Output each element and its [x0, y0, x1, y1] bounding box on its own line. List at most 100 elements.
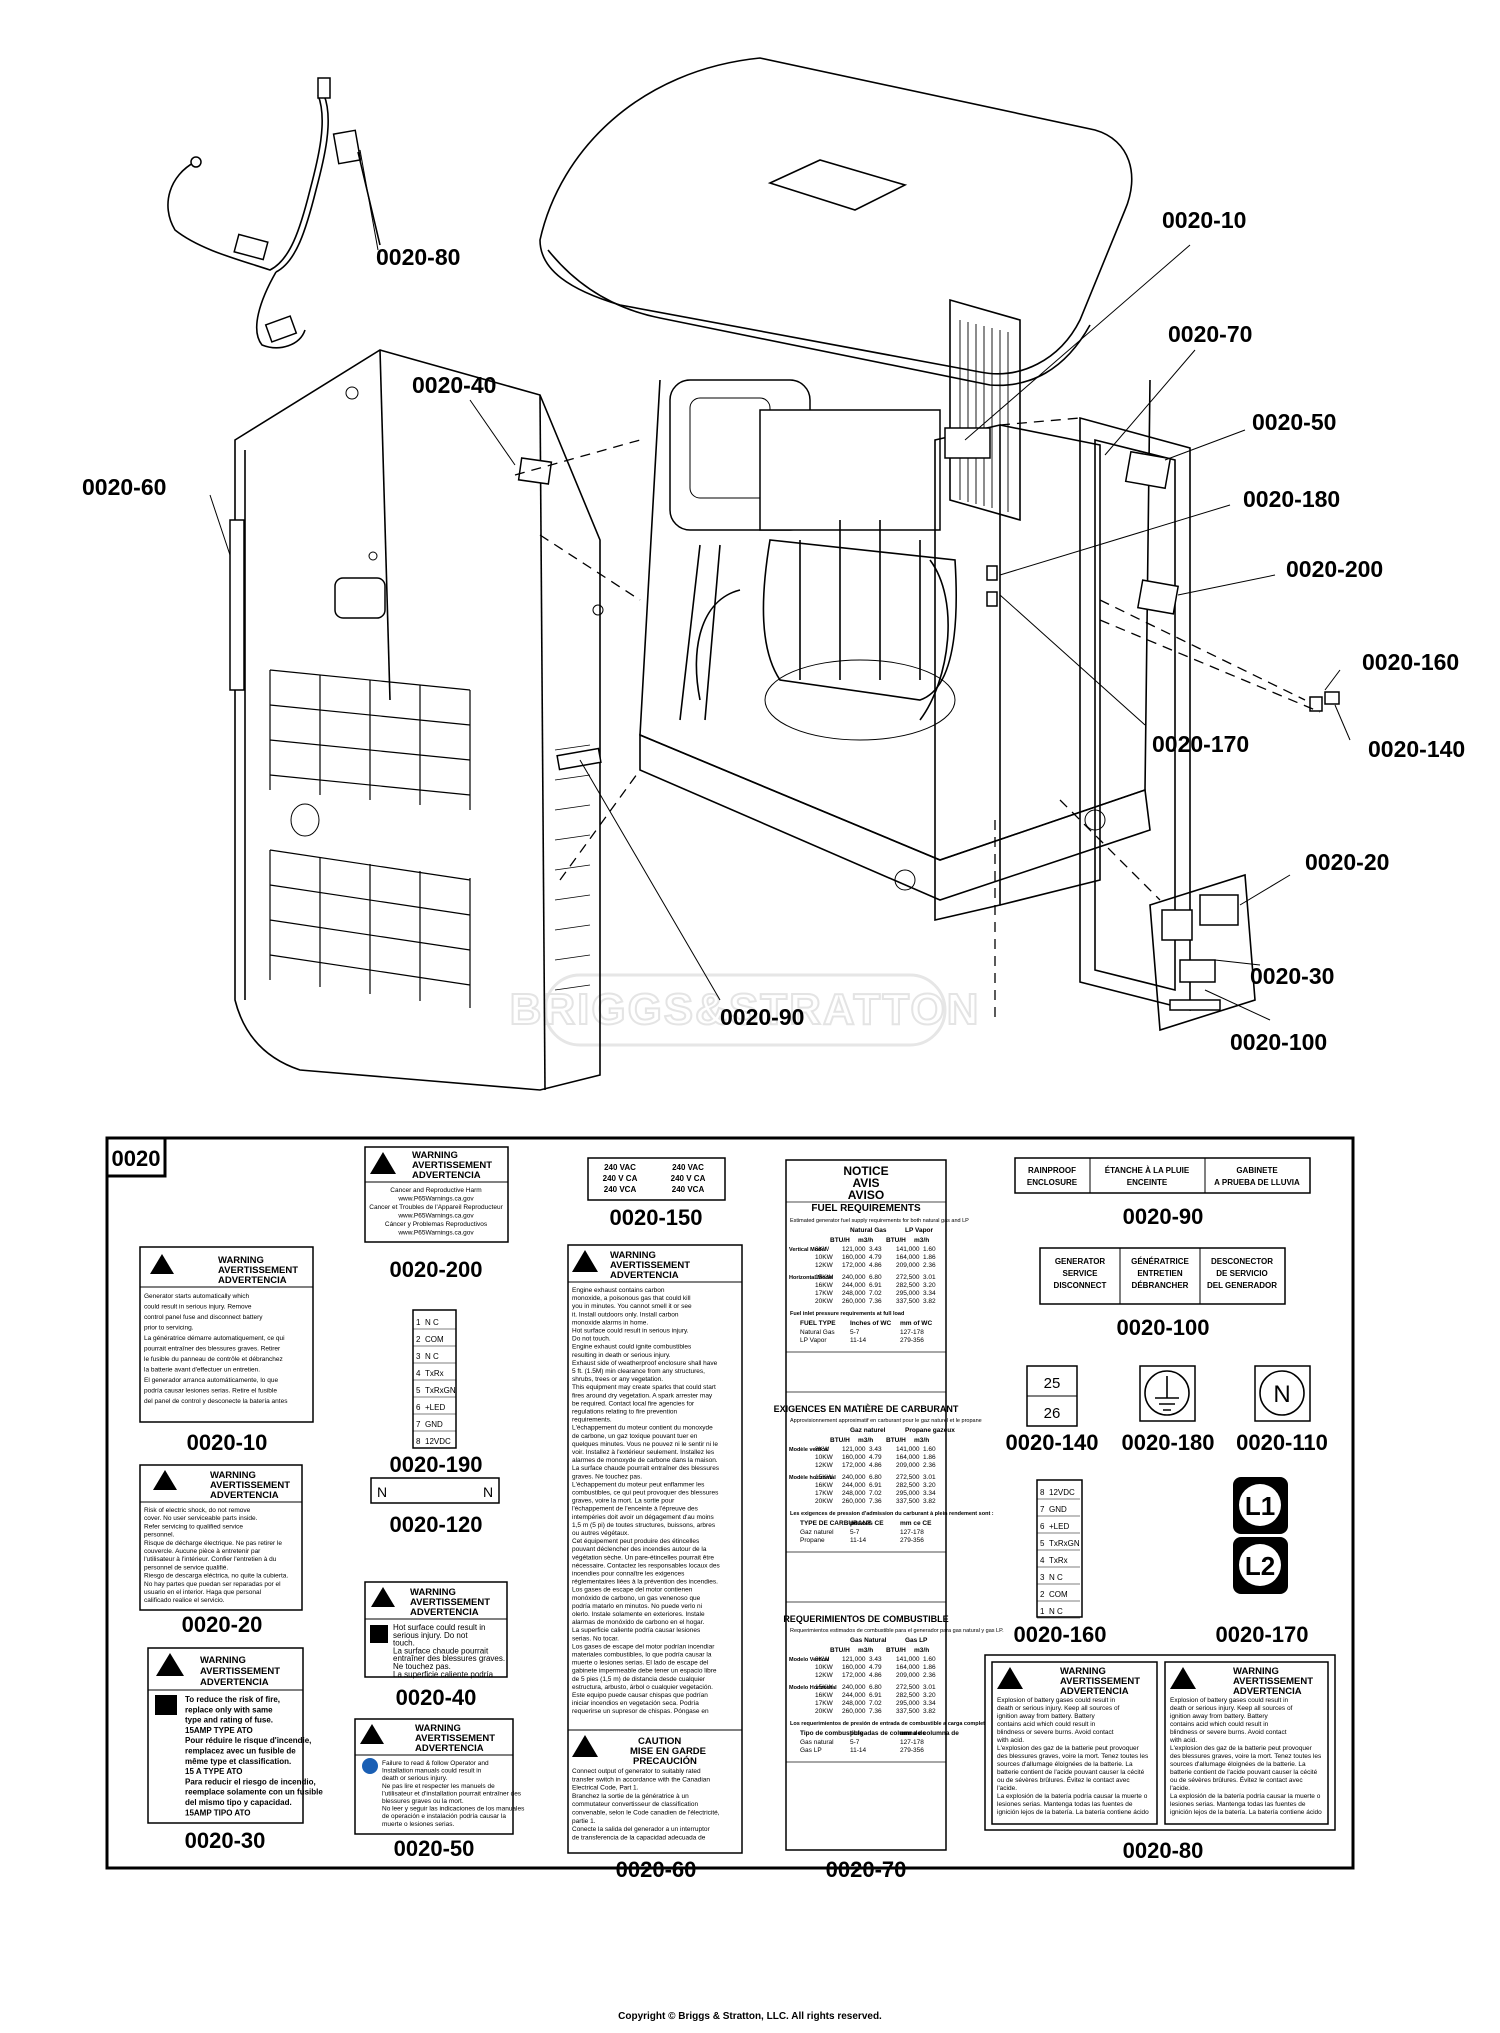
decal-text: FUEL TYPE: [800, 1320, 836, 1327]
decal-text: 10KW: [815, 1664, 834, 1671]
decal-text: 6.80: [869, 1684, 882, 1691]
decal-text: To reduce the risk of fire,: [185, 1695, 280, 1704]
decal-text: podría causar lesiones serias. Retire el…: [144, 1388, 277, 1395]
terminal-label: TxRx: [1049, 1556, 1068, 1565]
decal-text: 7.02: [869, 1490, 882, 1497]
decal-text: Los gases de escape del motor contienen: [572, 1587, 693, 1594]
decal-text: Fuel inlet pressure requirements at full…: [790, 1311, 904, 1317]
decal-text: Cáncer y Problemas Reproductivos: [385, 1221, 488, 1228]
decal-text: Exhaust side of weatherproof enclosure s…: [572, 1360, 718, 1367]
decal-text: Gaz naturel: [850, 1427, 886, 1434]
decal-0020-200: WARNING AVERTISSEMENT ADVERTENCIA Cancer…: [364, 1146, 509, 1243]
terminal-number: 7: [416, 1420, 421, 1429]
decal-text: REQUERIMIENTOS DE COMBUSTIBLE: [783, 1614, 948, 1624]
svg-text:AVERTISSEMENT: AVERTISSEMENT: [218, 1265, 298, 1276]
decal-text: 11-14: [850, 1537, 867, 1544]
decal-text: 3.43: [869, 1446, 882, 1453]
decal-text: 5-7: [850, 1529, 860, 1536]
decal-text: 6.91: [869, 1692, 882, 1699]
decal-text: remplacez avec un fusible de: [185, 1747, 296, 1756]
decal-text: materiales combustibles, lo que podría c…: [572, 1652, 712, 1659]
decal-0020-120: N N: [370, 1477, 500, 1504]
svg-text:WARNING: WARNING: [610, 1250, 656, 1261]
decal-text: 3.20: [923, 1692, 936, 1699]
svg-text:MISE EN GARDE: MISE EN GARDE: [630, 1746, 706, 1757]
callout-0020-100: 0020-100: [1230, 1029, 1327, 1055]
decal-text: Refer servicing to qualified service: [144, 1523, 243, 1530]
decal-text: même type et classification.: [185, 1757, 291, 1766]
decal-text: 240 VCA: [672, 1185, 705, 1194]
decal-text: iniciar incendios en vegetación seca. Po…: [572, 1700, 699, 1707]
decal-0020-60: WARNING AVERTISSEMENT ADVERTENCIA Engine…: [567, 1244, 743, 1854]
decal-text: 16KW: [815, 1692, 834, 1699]
callout-0020-40: 0020-40: [412, 372, 496, 398]
decal-text: death or serious injury. Keep all source…: [1170, 1705, 1293, 1712]
decal-text: 3.20: [923, 1282, 936, 1289]
callout-0020-90: 0020-90: [720, 1004, 804, 1030]
decal-text: 244,000: [842, 1482, 866, 1489]
svg-text:WARNING: WARNING: [415, 1723, 461, 1734]
decal-text: 160,000: [842, 1664, 866, 1671]
top-cover: [539, 57, 1133, 387]
decal-text: Este equipo puede causar chispas que pod…: [572, 1692, 708, 1699]
decal-text: 12KW: [815, 1462, 834, 1469]
decal-text: 3.82: [923, 1708, 936, 1715]
decal-text: L'échappement du moteur contient du mono…: [572, 1425, 713, 1432]
decal-text: 3.01: [923, 1684, 936, 1691]
decal-text: partie 1.: [572, 1818, 596, 1825]
decal-text: This equipment may create sparks that co…: [572, 1384, 716, 1391]
decal-text: Ne pas lire et respecter les manuels de: [382, 1783, 495, 1790]
decal-text: m3/h: [914, 1437, 929, 1444]
decal-text: incendies pour connaître les exigences: [572, 1571, 685, 1578]
decal-text: Risque de décharge électrique. Ne pas re…: [144, 1540, 282, 1547]
decal-text: 240 VAC: [604, 1163, 636, 1172]
decal-text: Gaz naturel: [800, 1529, 834, 1536]
terminal-label: COM: [425, 1335, 444, 1344]
decal-text: 8KW: [815, 1656, 830, 1663]
svg-text:ADVERTENCIA: ADVERTENCIA: [610, 1270, 679, 1281]
svg-text:ADVERTENCIA: ADVERTENCIA: [1060, 1686, 1129, 1697]
decal-text: 3.82: [923, 1298, 936, 1305]
decal-text: 121,000: [842, 1446, 866, 1453]
decal-text: Modèle vertical: [789, 1447, 829, 1453]
decal-text: cover. No user serviceable parts inside.: [144, 1515, 258, 1522]
decal-text: Engine exhaust could ignite combustibles: [572, 1344, 692, 1351]
decal-text: 15AMP TIPO ATO: [185, 1808, 251, 1817]
terminal-number: 5: [1040, 1539, 1045, 1548]
decal-0020-50: WARNING AVERTISSEMENT ADVERTENCIA Failur…: [354, 1718, 525, 1835]
svg-text:ADVERTENCIA: ADVERTENCIA: [410, 1607, 479, 1618]
terminal-number: 1: [416, 1318, 421, 1327]
decal-text: 127-178: [900, 1739, 924, 1746]
decal-text: 10KW: [815, 1454, 834, 1461]
decal-text: l'utilisateur à l'intérieur. Confier l'e…: [144, 1556, 277, 1563]
decal-text: graves. Ne touchez pas.: [572, 1473, 642, 1480]
callout-0020-80: 0020-80: [376, 244, 460, 270]
decal-text: l'utilisateur et d'installation pourrait…: [382, 1790, 522, 1797]
fuel-table-frame: [785, 1601, 947, 1763]
decal-text: alarmas de monóxido de carbono en el hog…: [572, 1619, 704, 1626]
decal-text: Hot surface could result in serious inju…: [572, 1328, 689, 1335]
decal-text: batterie contient de l'acide pouvant cau…: [1170, 1769, 1318, 1776]
svg-text:0020-60: 0020-60: [616, 1857, 697, 1882]
decal-text: lesiones serias. Mantenga todas las fuen…: [1170, 1801, 1306, 1808]
decal-text: m3/h: [858, 1437, 873, 1444]
decal-text: replace only with same: [185, 1705, 273, 1714]
decal-text: L'explosion des gaz de la batterie peut …: [1170, 1745, 1313, 1752]
decal-text: monoxide, a poisonous gas that could kil…: [572, 1295, 691, 1302]
decal-text: 6.80: [869, 1274, 882, 1281]
fuel-table-frame: [785, 1201, 947, 1353]
decal-text: réglementaires liées à la prévention des…: [572, 1579, 718, 1586]
callout-leaders: [209, 149, 1351, 1021]
decal-text: l'acide.: [1170, 1785, 1190, 1792]
decal-text: Hot surface could result in: [393, 1623, 486, 1632]
decal-text: DEL GENERADOR: [1207, 1281, 1277, 1290]
decal-text: La explosión de la batería podría causar…: [1170, 1793, 1321, 1800]
decal-text: 15KW: [815, 1684, 834, 1691]
decal-text: personnel.: [144, 1532, 175, 1539]
terminal-label: TxRxGN: [1049, 1539, 1080, 1548]
decal-text: 4.86: [869, 1262, 882, 1269]
decal-text: 141,000: [896, 1246, 920, 1253]
explode-lines: [514, 417, 1081, 881]
svg-text:0020-30: 0020-30: [185, 1828, 266, 1853]
decal-text: monoxide alarms in home.: [572, 1319, 648, 1326]
